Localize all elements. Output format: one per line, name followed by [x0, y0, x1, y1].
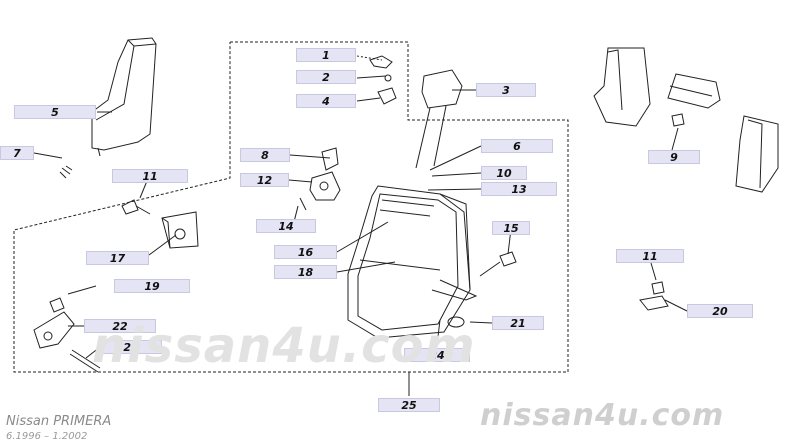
callout-3[interactable]: 3 [476, 83, 536, 97]
model-period: 6.1996 – 1.2002 [6, 431, 88, 442]
headrest-3-shape [421, 69, 463, 109]
callout-21[interactable]: 21 [492, 316, 544, 330]
callout-11b[interactable]: 11 [616, 249, 684, 263]
callout-14[interactable]: 14 [256, 219, 316, 233]
callout-6[interactable]: 6 [481, 139, 553, 153]
callout-18[interactable]: 18 [274, 265, 337, 279]
callout-9[interactable]: 9 [648, 150, 700, 164]
hinge-22-shape [33, 311, 75, 349]
assembly-boundary [13, 41, 569, 373]
side-cover-9b [667, 73, 721, 109]
bracket-17-shape [161, 211, 199, 249]
callout-12[interactable]: 12 [240, 173, 289, 187]
callout-23[interactable]: 23 [100, 340, 162, 354]
model-name: Nissan PRIMERA [6, 414, 112, 429]
callout-17[interactable]: 17 [86, 251, 149, 265]
callout-15[interactable]: 15 [492, 221, 530, 235]
callout-1[interactable]: 1 [296, 48, 356, 62]
callout-20[interactable]: 20 [687, 304, 753, 318]
callout-24[interactable]: 24 [404, 348, 470, 362]
armrest-shape [91, 37, 157, 151]
callout-10[interactable]: 10 [481, 166, 527, 180]
callout-2[interactable]: 2 [296, 70, 356, 84]
callout-4[interactable]: 4 [296, 94, 356, 108]
side-cover-9a [593, 47, 651, 127]
callout-7[interactable]: 7 [0, 146, 34, 160]
seat-back-shape [347, 185, 471, 339]
callout-11[interactable]: 11 [112, 169, 188, 183]
callout-13[interactable]: 13 [481, 182, 557, 196]
callout-8[interactable]: 8 [240, 148, 290, 162]
callout-22[interactable]: 22 [84, 319, 156, 333]
screw-7-shape [59, 165, 73, 179]
callout-25[interactable]: 25 [378, 398, 440, 412]
callout-5[interactable]: 5 [14, 105, 96, 119]
callout-16[interactable]: 16 [274, 245, 337, 259]
callout-19[interactable]: 19 [114, 279, 190, 293]
watermark-footer: nissan4u.com [480, 398, 725, 433]
watermark-main: nissan4u.com [92, 318, 476, 374]
side-cover-9c [735, 115, 779, 193]
recliner-12-shape [309, 171, 341, 201]
